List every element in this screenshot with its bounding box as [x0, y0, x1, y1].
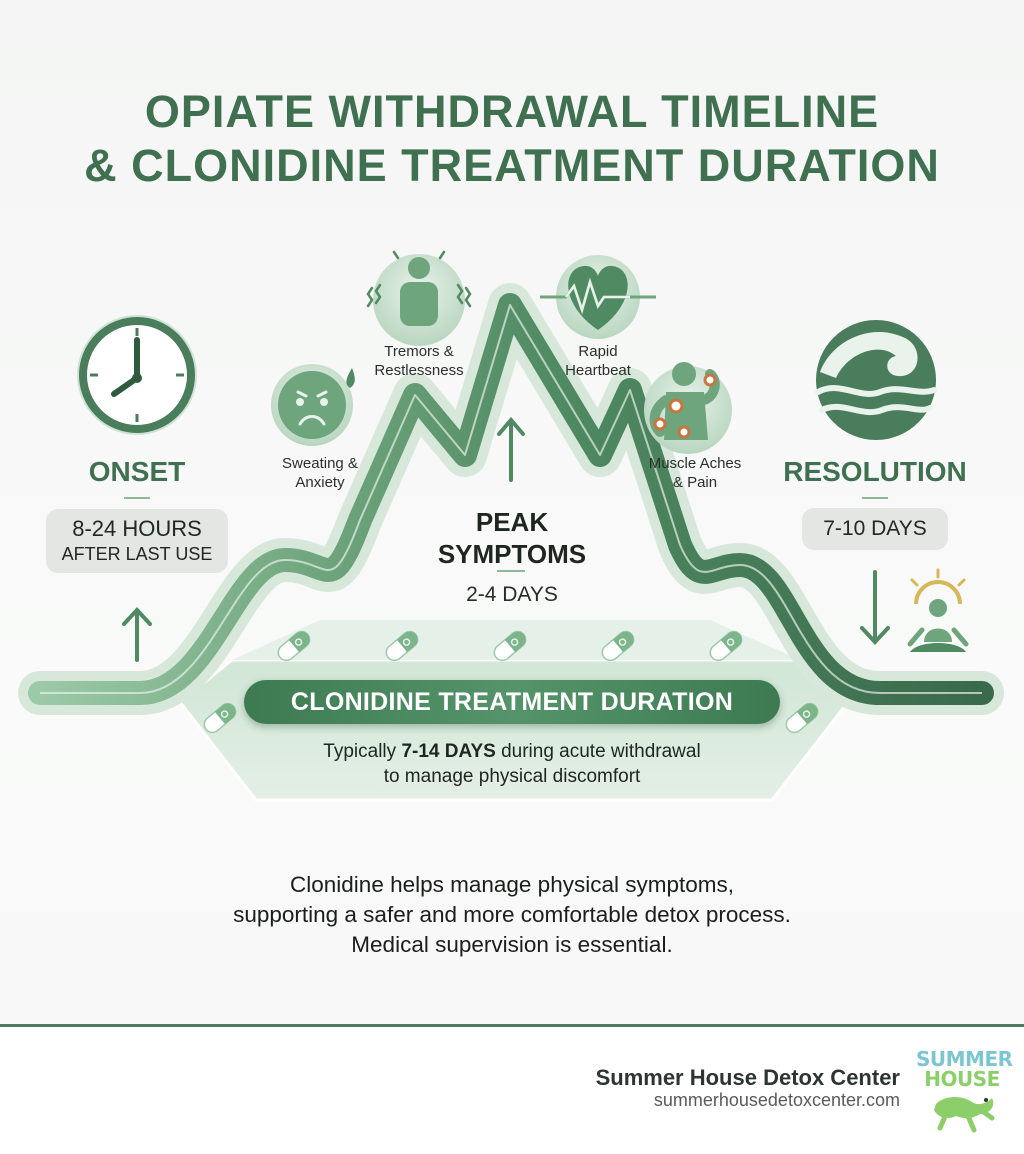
- peak-line2: SYMPTOMS: [437, 539, 587, 569]
- clonidine-description-line1: Typically 7-14 DAYS during acute withdra…: [200, 739, 824, 764]
- clonidine-desc-duration: 7-14 DAYS: [401, 741, 496, 762]
- gecko-icon: [934, 1097, 995, 1133]
- pill-capsule-icon: [601, 630, 635, 662]
- pill-capsule-icon: [277, 630, 311, 662]
- summary-line2: supporting a safer and more comfortable …: [233, 902, 791, 927]
- logo-text-line1: SUMMER: [916, 1047, 1013, 1071]
- onset-detail-line1: 8-24 HOURS: [72, 516, 202, 541]
- page-title-line1: OPIATE WITHDRAWAL TIMELINE: [144, 86, 880, 137]
- summary-line1: Clonidine helps manage physical symptoms…: [290, 872, 734, 897]
- onset-up-arrow: [122, 607, 152, 662]
- pill-capsule-icon: [493, 630, 527, 662]
- symptom-label-sweating: Sweating & Anxiety: [255, 454, 385, 492]
- resolution-down-arrow: [860, 570, 890, 645]
- trembling-person-icon: [366, 250, 472, 346]
- wave-icon: [815, 320, 937, 440]
- pill-capsule-icon: [785, 702, 819, 734]
- meditation-icon: [907, 568, 969, 652]
- timeline-illustration: [18, 250, 1004, 802]
- page-title-line2: & CLONIDINE TREATMENT DURATION: [84, 140, 940, 191]
- symptom-sweating-line1: Sweating &: [282, 455, 358, 472]
- symptom-label-tremors: Tremors & Restlessness: [354, 342, 484, 380]
- pill-capsule-icon: [709, 630, 743, 662]
- symptom-tremors-line1: Tremors &: [384, 343, 454, 360]
- onset-detail-pill: 8-24 HOURS AFTER LAST USE: [46, 509, 228, 573]
- summer-house-logo: SUMMER HOUSE: [916, 1047, 1013, 1134]
- clonidine-description-line2: to manage physical discomfort: [383, 766, 641, 787]
- onset-heading: ONSET: [88, 456, 186, 487]
- org-name: Summer House Detox Center: [595, 1065, 900, 1090]
- symptom-muscle-line2: & Pain: [672, 474, 718, 491]
- footer-divider: [0, 1024, 1024, 1027]
- resolution-heading: RESOLUTION: [783, 456, 967, 487]
- symptom-heartbeat-line1: Rapid: [578, 343, 618, 360]
- peak-duration: 2-4 DAYS: [466, 583, 558, 606]
- symptom-muscle-line1: Muscle Aches: [648, 455, 742, 472]
- muscle-pain-icon: [644, 362, 732, 454]
- sweating-face-icon: [271, 364, 355, 446]
- clonidine-desc-prefix: Typically: [323, 741, 402, 762]
- heart-pulse-icon: [540, 255, 656, 339]
- symptom-tremors-line2: Restlessness: [374, 362, 464, 379]
- footer: [0, 1027, 1024, 1154]
- resolution-detail-pill: 7-10 DAYS: [802, 508, 948, 550]
- clock-icon: [77, 315, 197, 435]
- symptom-label-muscle: Muscle Aches & Pain: [630, 454, 760, 492]
- symptom-heartbeat-line2: Heartbeat: [565, 362, 631, 379]
- peak-label: PEAK SYMPTOMS: [420, 506, 604, 570]
- peak-line1: PEAK: [475, 507, 549, 537]
- onset-detail-line2: AFTER LAST USE: [61, 544, 213, 564]
- peak-up-arrow: [497, 416, 525, 482]
- logo-text-line2: HOUSE: [924, 1067, 1000, 1091]
- symptom-label-heartbeat: Rapid Heartbeat: [533, 342, 663, 380]
- clonidine-desc-suffix: during acute withdrawal: [495, 741, 701, 762]
- pill-capsule-icon: [385, 630, 419, 662]
- org-url-link[interactable]: summerhousedetoxcenter.com: [653, 1090, 900, 1110]
- pill-capsules: [203, 630, 819, 734]
- pill-capsule-icon: [203, 702, 237, 734]
- clonidine-duration-band: CLONIDINE TREATMENT DURATION: [244, 680, 780, 724]
- symptom-sweating-line2: Anxiety: [295, 474, 345, 491]
- summary-line3: Medical supervision is essential.: [351, 932, 673, 957]
